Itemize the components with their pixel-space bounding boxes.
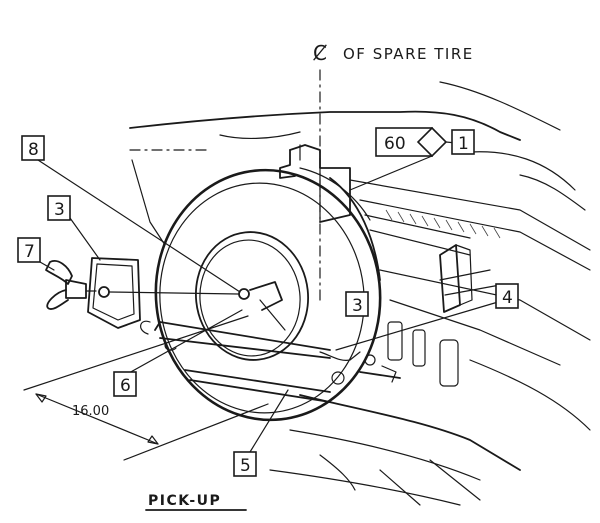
retainer-plate (87, 257, 239, 329)
dimension-label: 16.00 (72, 404, 109, 419)
callout-3b-label: 3 (352, 296, 363, 316)
leader-lines (37, 141, 499, 453)
callout-4: 4 (495, 283, 519, 309)
centerline-label: OF SPARE TIRE (343, 45, 474, 63)
callout-3-support: 3 (345, 291, 369, 317)
carrier-support (140, 320, 401, 403)
callout-8: 8 (21, 135, 45, 161)
torque-spec: 60 (349, 126, 448, 191)
dimension-16: 16.00 (23, 315, 269, 461)
callout-7: 7 (17, 237, 41, 263)
callout-1: 1 (451, 129, 475, 155)
torque-value: 60 (384, 134, 406, 154)
centerline-symbol: Ȼ (313, 41, 327, 65)
callout-4-label: 4 (502, 288, 513, 308)
callout-6: 6 (113, 371, 137, 397)
caption-text: PICK-UP (148, 493, 221, 509)
tire-outer (154, 168, 382, 422)
upper-bracket (279, 144, 351, 223)
centerline-header: Ȼ OF SPARE TIRE (313, 41, 474, 65)
callout-3-plate: 3 (47, 195, 71, 221)
callout-5-label: 5 (240, 456, 251, 476)
wheel-rim (195, 231, 309, 361)
callout-3a-label: 3 (54, 200, 65, 220)
callout-6-label: 6 (120, 376, 131, 396)
callout-1-label: 1 (458, 134, 469, 154)
hold-down-bracket (249, 281, 283, 311)
callout-5: 5 (233, 451, 257, 477)
plate-outline (87, 257, 141, 329)
callout-8-label: 8 (28, 140, 39, 160)
wheel-rim-inner (199, 239, 301, 357)
callout-7-label: 7 (24, 242, 35, 262)
diagram-caption: PICK-UP (145, 493, 247, 511)
wing-nut (45, 260, 97, 310)
hub-bolt (238, 288, 250, 300)
